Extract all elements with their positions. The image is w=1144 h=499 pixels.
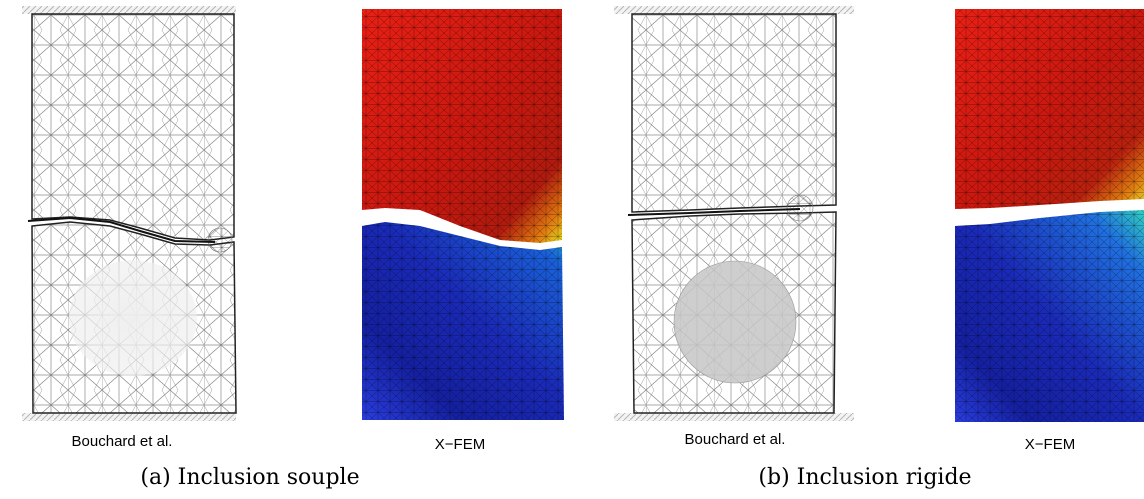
crack-tip-refinement [207,227,233,253]
bottom-support [22,413,236,421]
caption-b: (b) Inclusion rigide [758,465,972,490]
crack-line [627,208,801,216]
top-support [614,6,854,14]
upper-block [31,13,235,241]
crack-line [27,216,216,243]
top-support [22,6,236,14]
soft-inclusion [69,260,197,376]
upper-field-mesh [362,9,562,243]
panel-label-xfem-rigid: X−FEM [1024,436,1076,453]
panel-label-xfem-soft: X−FEM [434,436,486,453]
panel-mesh-rigid [614,6,854,421]
panel-field-rigid [955,9,1144,422]
caption-a: (a) Inclusion souple [140,465,360,490]
panel-label-mesh-rigid: Bouchard et al. [684,431,786,448]
upper-field-mesh [955,9,1144,209]
panel-label-mesh-soft: Bouchard et al. [71,433,173,450]
crack-tip-refinement [786,194,814,222]
lower-field-mesh [362,222,564,420]
lower-field-mesh [955,210,1144,422]
bottom-support [614,413,854,421]
panel-mesh-soft [22,6,237,421]
panel-field-soft [362,9,564,420]
upper-block [631,13,837,213]
rigid-inclusion [673,260,797,384]
